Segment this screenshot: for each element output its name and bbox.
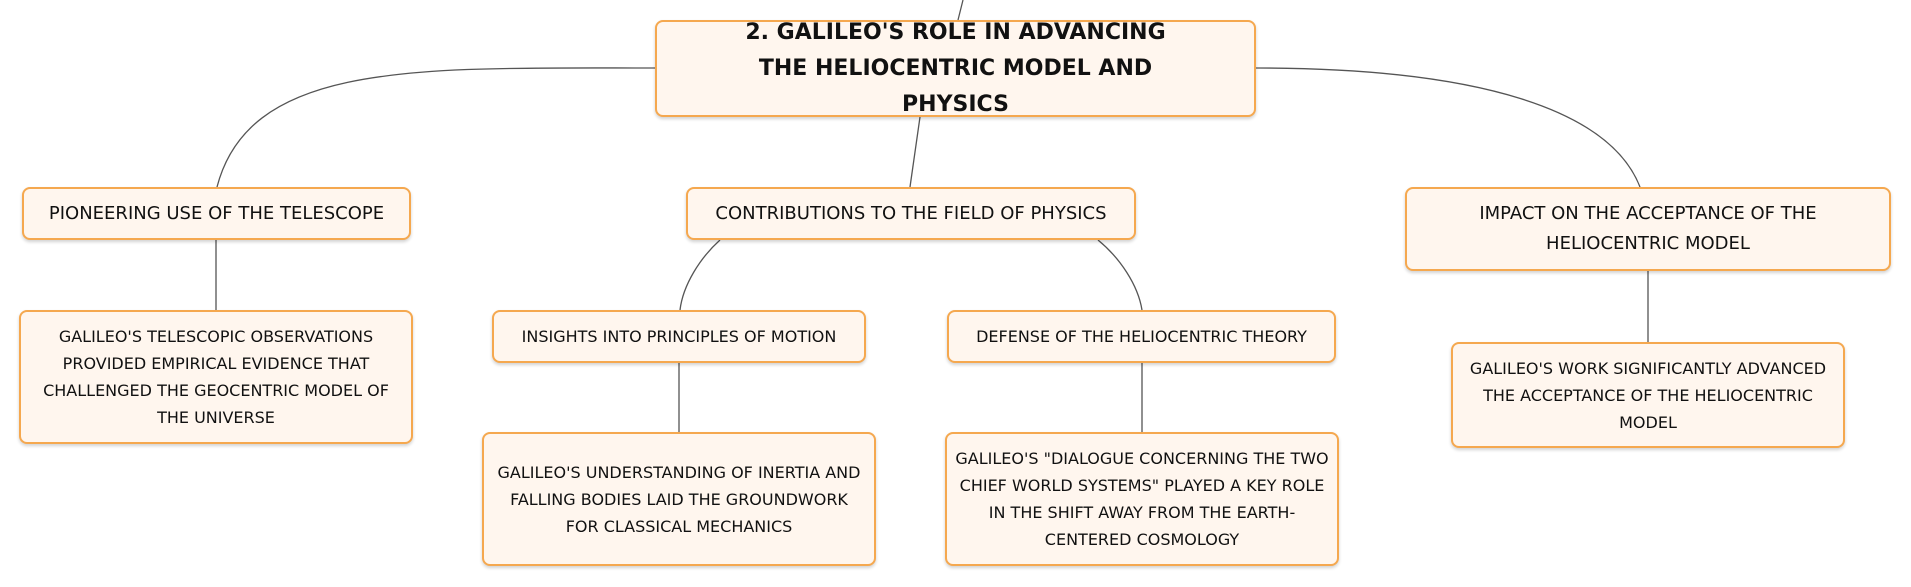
telescope-node[interactable]: PIONEERING USE OF THE TELESCOPE (22, 187, 411, 240)
connector-root-telescope (216, 67, 656, 188)
connector-root-impact (1255, 67, 1641, 188)
connector-parent-root (957, 0, 964, 21)
connector-root-physics (909, 116, 921, 188)
motion-detail-node[interactable]: GALILEO'S UNDERSTANDING OF INERTIA AND F… (482, 432, 876, 566)
motion-label: INSIGHTS INTO PRINCIPLES OF MOTION (521, 326, 837, 346)
physics-node[interactable]: CONTRIBUTIONS TO THE FIELD OF PHYSICS (686, 187, 1136, 240)
motion-node[interactable]: INSIGHTS INTO PRINCIPLES OF MOTION (492, 310, 866, 363)
impact-detail-text: GALILEO'S WORK SIGNIFICANTLY ADVANCED TH… (1469, 358, 1827, 432)
impact-detail-node[interactable]: GALILEO'S WORK SIGNIFICANTLY ADVANCED TH… (1451, 342, 1845, 448)
defense-node[interactable]: DEFENSE OF THE HELIOCENTRIC THEORY (947, 310, 1336, 363)
telescope-detail-node[interactable]: GALILEO'S TELESCOPIC OBSERVATIONS PROVID… (19, 310, 413, 444)
motion-detail-text: GALILEO'S UNDERSTANDING OF INERTIA AND F… (497, 462, 861, 536)
connector-physics-defense (1097, 239, 1143, 311)
impact-label: IMPACT ON THE ACCEPTANCE OF THE HELIOCEN… (1479, 203, 1817, 254)
root-node[interactable]: 2. GALILEO'S ROLE IN ADVANCING THE HELIO… (655, 20, 1256, 117)
connector-physics-motion (679, 239, 721, 311)
defense-detail-text: GALILEO'S "DIALOGUE CONCERNING THE TWO C… (955, 449, 1329, 549)
defense-detail-node[interactable]: GALILEO'S "DIALOGUE CONCERNING THE TWO C… (945, 432, 1339, 566)
telescope-detail-text: GALILEO'S TELESCOPIC OBSERVATIONS PROVID… (43, 327, 389, 427)
physics-label: CONTRIBUTIONS TO THE FIELD OF PHYSICS (715, 202, 1107, 224)
telescope-label: PIONEERING USE OF THE TELESCOPE (48, 202, 385, 224)
defense-label: DEFENSE OF THE HELIOCENTRIC THEORY (976, 326, 1307, 346)
impact-node[interactable]: IMPACT ON THE ACCEPTANCE OF THE HELIOCEN… (1405, 187, 1891, 271)
root-title: 2. GALILEO'S ROLE IN ADVANCING THE HELIO… (745, 19, 1166, 117)
